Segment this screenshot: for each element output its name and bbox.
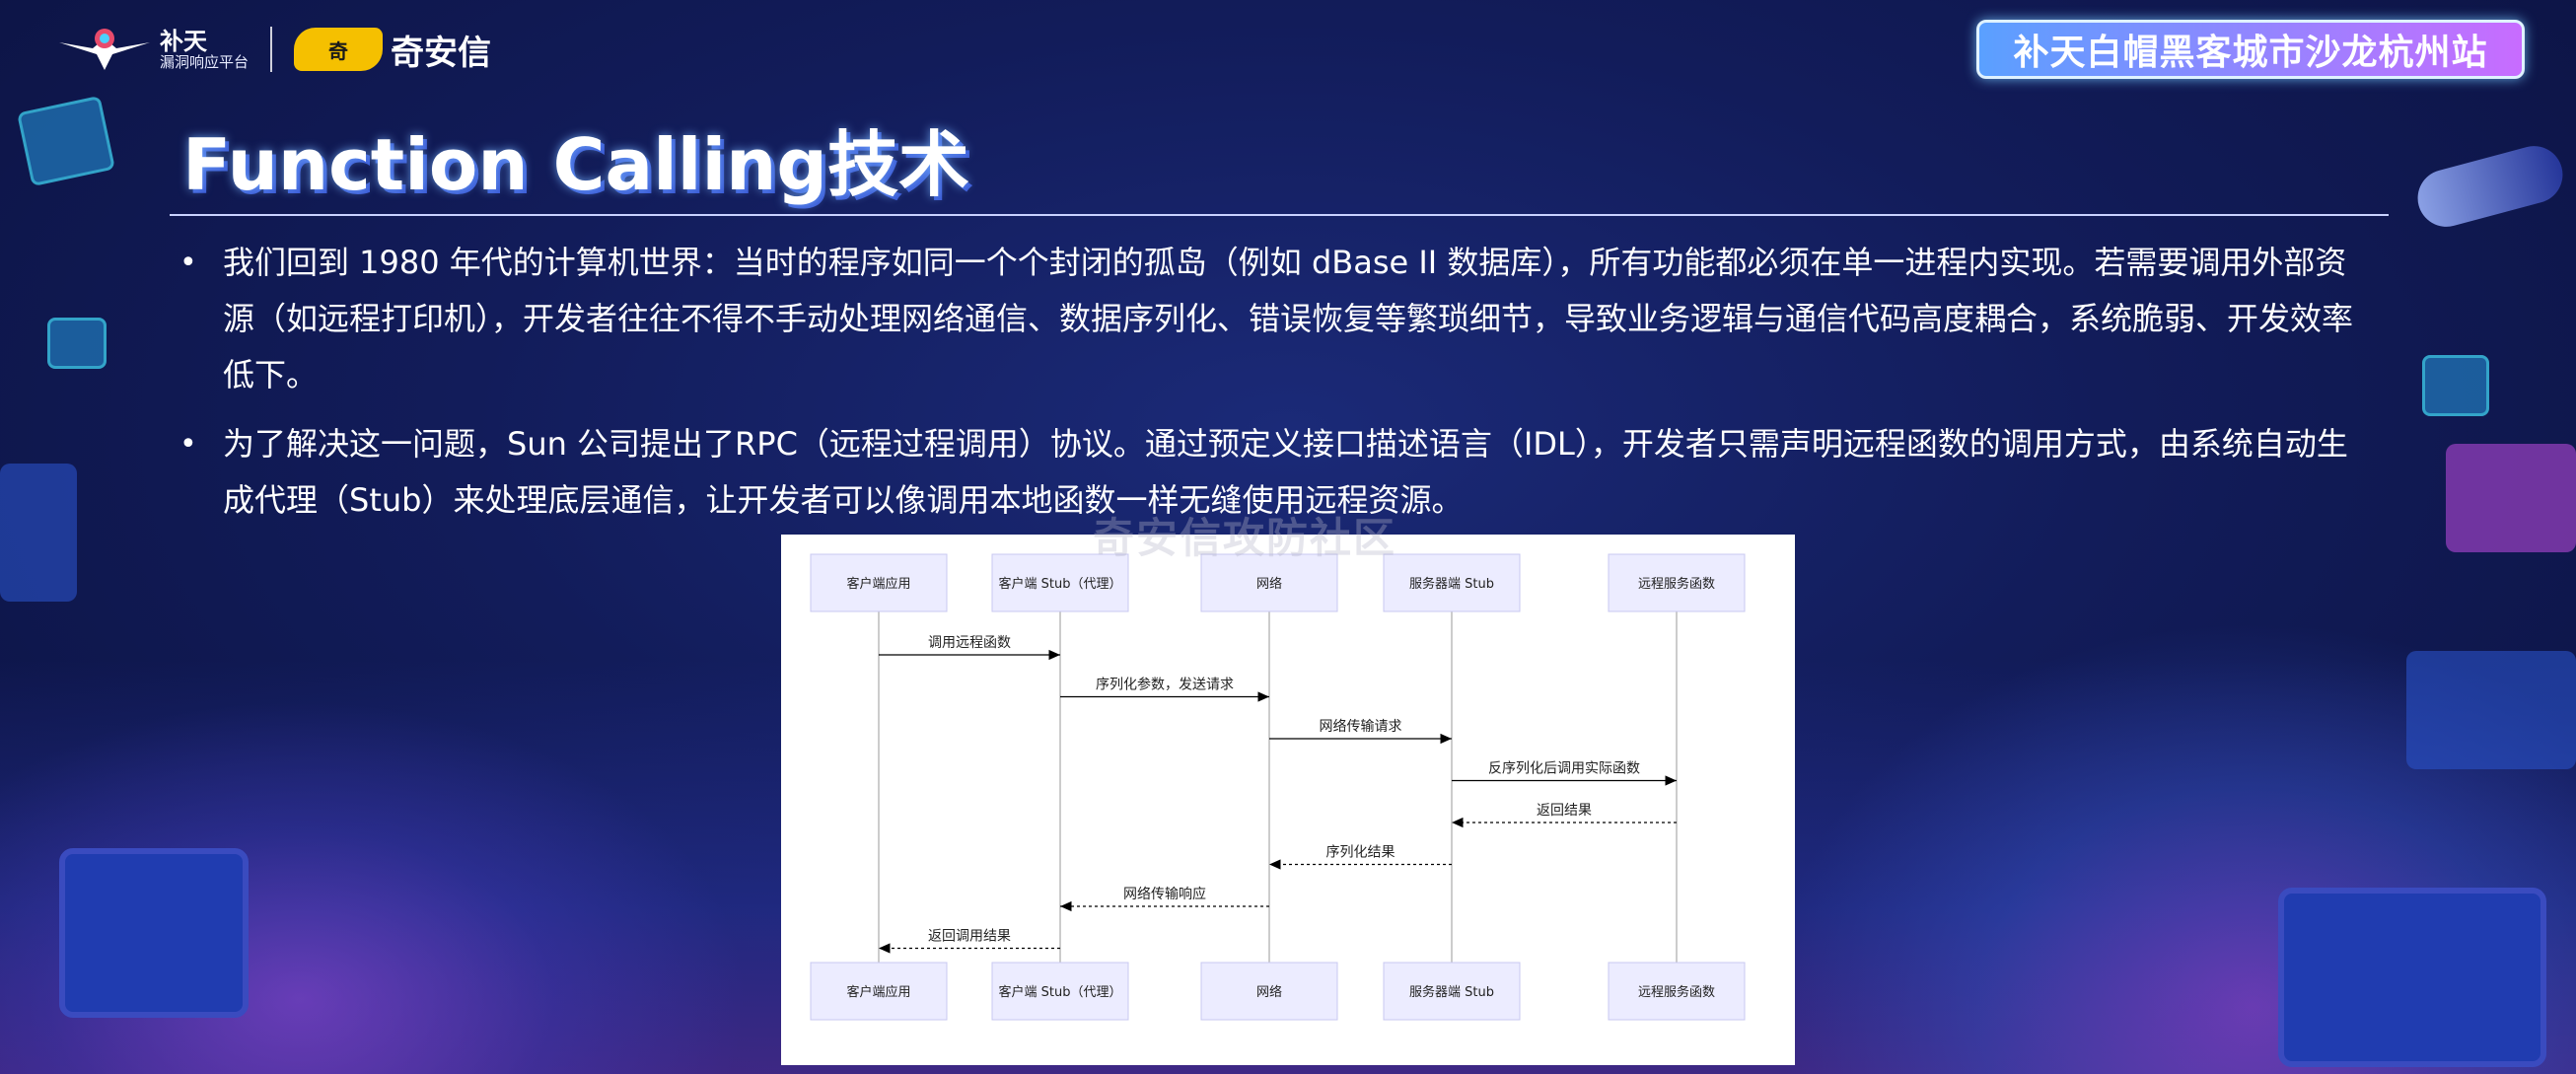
slide-title: Function Calling技术: [182, 123, 969, 206]
bullet-item: • 为了解决这一问题，Sun 公司提出了RPC（远程过程调用）协议。通过预定义接…: [174, 416, 2373, 529]
message-label: 反序列化后调用实际函数: [1488, 761, 1640, 777]
qax-badge: 奇: [328, 38, 349, 63]
bullet-item: • 我们回到 1980 年代的计算机世界：当时的程序如同一个个封闭的孤岛（例如 …: [174, 235, 2373, 403]
message-label: 序列化参数，发送请求: [1096, 677, 1234, 693]
decor-monitor: [59, 848, 249, 1018]
participant-label: 远程服务函数: [1638, 576, 1715, 592]
participant-label: 客户端 Stub（代理）: [999, 576, 1122, 592]
message-label: 返回调用结果: [928, 929, 1011, 945]
message-label: 网络传输响应: [1123, 886, 1206, 902]
decor-chip-icon: [2422, 355, 2489, 416]
decor-telescope: [2411, 139, 2569, 234]
event-banner: 补天白帽黑客城市沙龙杭州站: [1976, 20, 2525, 79]
message-label: 序列化结果: [1326, 845, 1395, 861]
participant-box: [1608, 962, 1746, 1021]
decor-panel: [0, 464, 77, 602]
bullet-text: 为了解决这一问题，Sun 公司提出了RPC（远程过程调用）协议。通过预定义接口描…: [223, 425, 2348, 519]
participant-label: 网络: [1256, 984, 1282, 1000]
logo-divider: [270, 27, 273, 72]
participant-box: [1383, 553, 1521, 612]
message-label: 返回结果: [1537, 803, 1592, 819]
participant-box: [1200, 553, 1338, 612]
participant-box: [1383, 962, 1521, 1021]
participant-box: [991, 962, 1129, 1021]
decor-chip-icon: [47, 318, 107, 369]
decor-chip-icon: [17, 95, 115, 187]
participant-label: 客户端 Stub（代理）: [999, 984, 1122, 1000]
participant-box: [1608, 553, 1746, 612]
rpc-sequence-diagram: 客户端应用客户端应用客户端 Stub（代理）客户端 Stub（代理）网络网络服务…: [781, 535, 1795, 1065]
butian-name: 补天: [160, 27, 207, 55]
participant-label: 客户端应用: [846, 576, 910, 592]
participant-label: 服务器端 Stub: [1409, 984, 1494, 1000]
participant-label: 网络: [1256, 576, 1282, 592]
participant-label: 服务器端 Stub: [1409, 576, 1494, 592]
participant-box: [1200, 962, 1338, 1021]
participant-box: [810, 962, 948, 1021]
message-label: 调用远程函数: [928, 635, 1011, 651]
decor-panel: [2446, 444, 2576, 552]
header-logos: 补天 漏洞响应平台 奇 奇安信: [57, 22, 491, 77]
decor-monitor: [2278, 888, 2546, 1067]
qax-logo-icon: 奇: [294, 28, 384, 71]
decor-panel: [2406, 651, 2576, 769]
bullet-dot-icon: •: [179, 427, 197, 462]
butian-subtitle: 漏洞响应平台: [160, 52, 250, 71]
participant-box: [991, 553, 1129, 612]
bullet-text: 我们回到 1980 年代的计算机世界：当时的程序如同一个个封闭的孤岛（例如 dB…: [223, 244, 2354, 394]
participant-label: 远程服务函数: [1638, 984, 1715, 1000]
qax-name: 奇安信: [391, 33, 492, 73]
watermark: 奇安信攻防社区: [1093, 514, 1397, 562]
title-divider: [170, 214, 2389, 216]
participant-label: 客户端应用: [846, 984, 910, 1000]
message-label: 网络传输请求: [1320, 719, 1402, 735]
bullet-list: • 我们回到 1980 年代的计算机世界：当时的程序如同一个个封闭的孤岛（例如 …: [174, 235, 2373, 541]
participant-box: [810, 553, 948, 612]
butian-logo-icon: [57, 25, 152, 74]
bullet-dot-icon: •: [179, 246, 197, 280]
